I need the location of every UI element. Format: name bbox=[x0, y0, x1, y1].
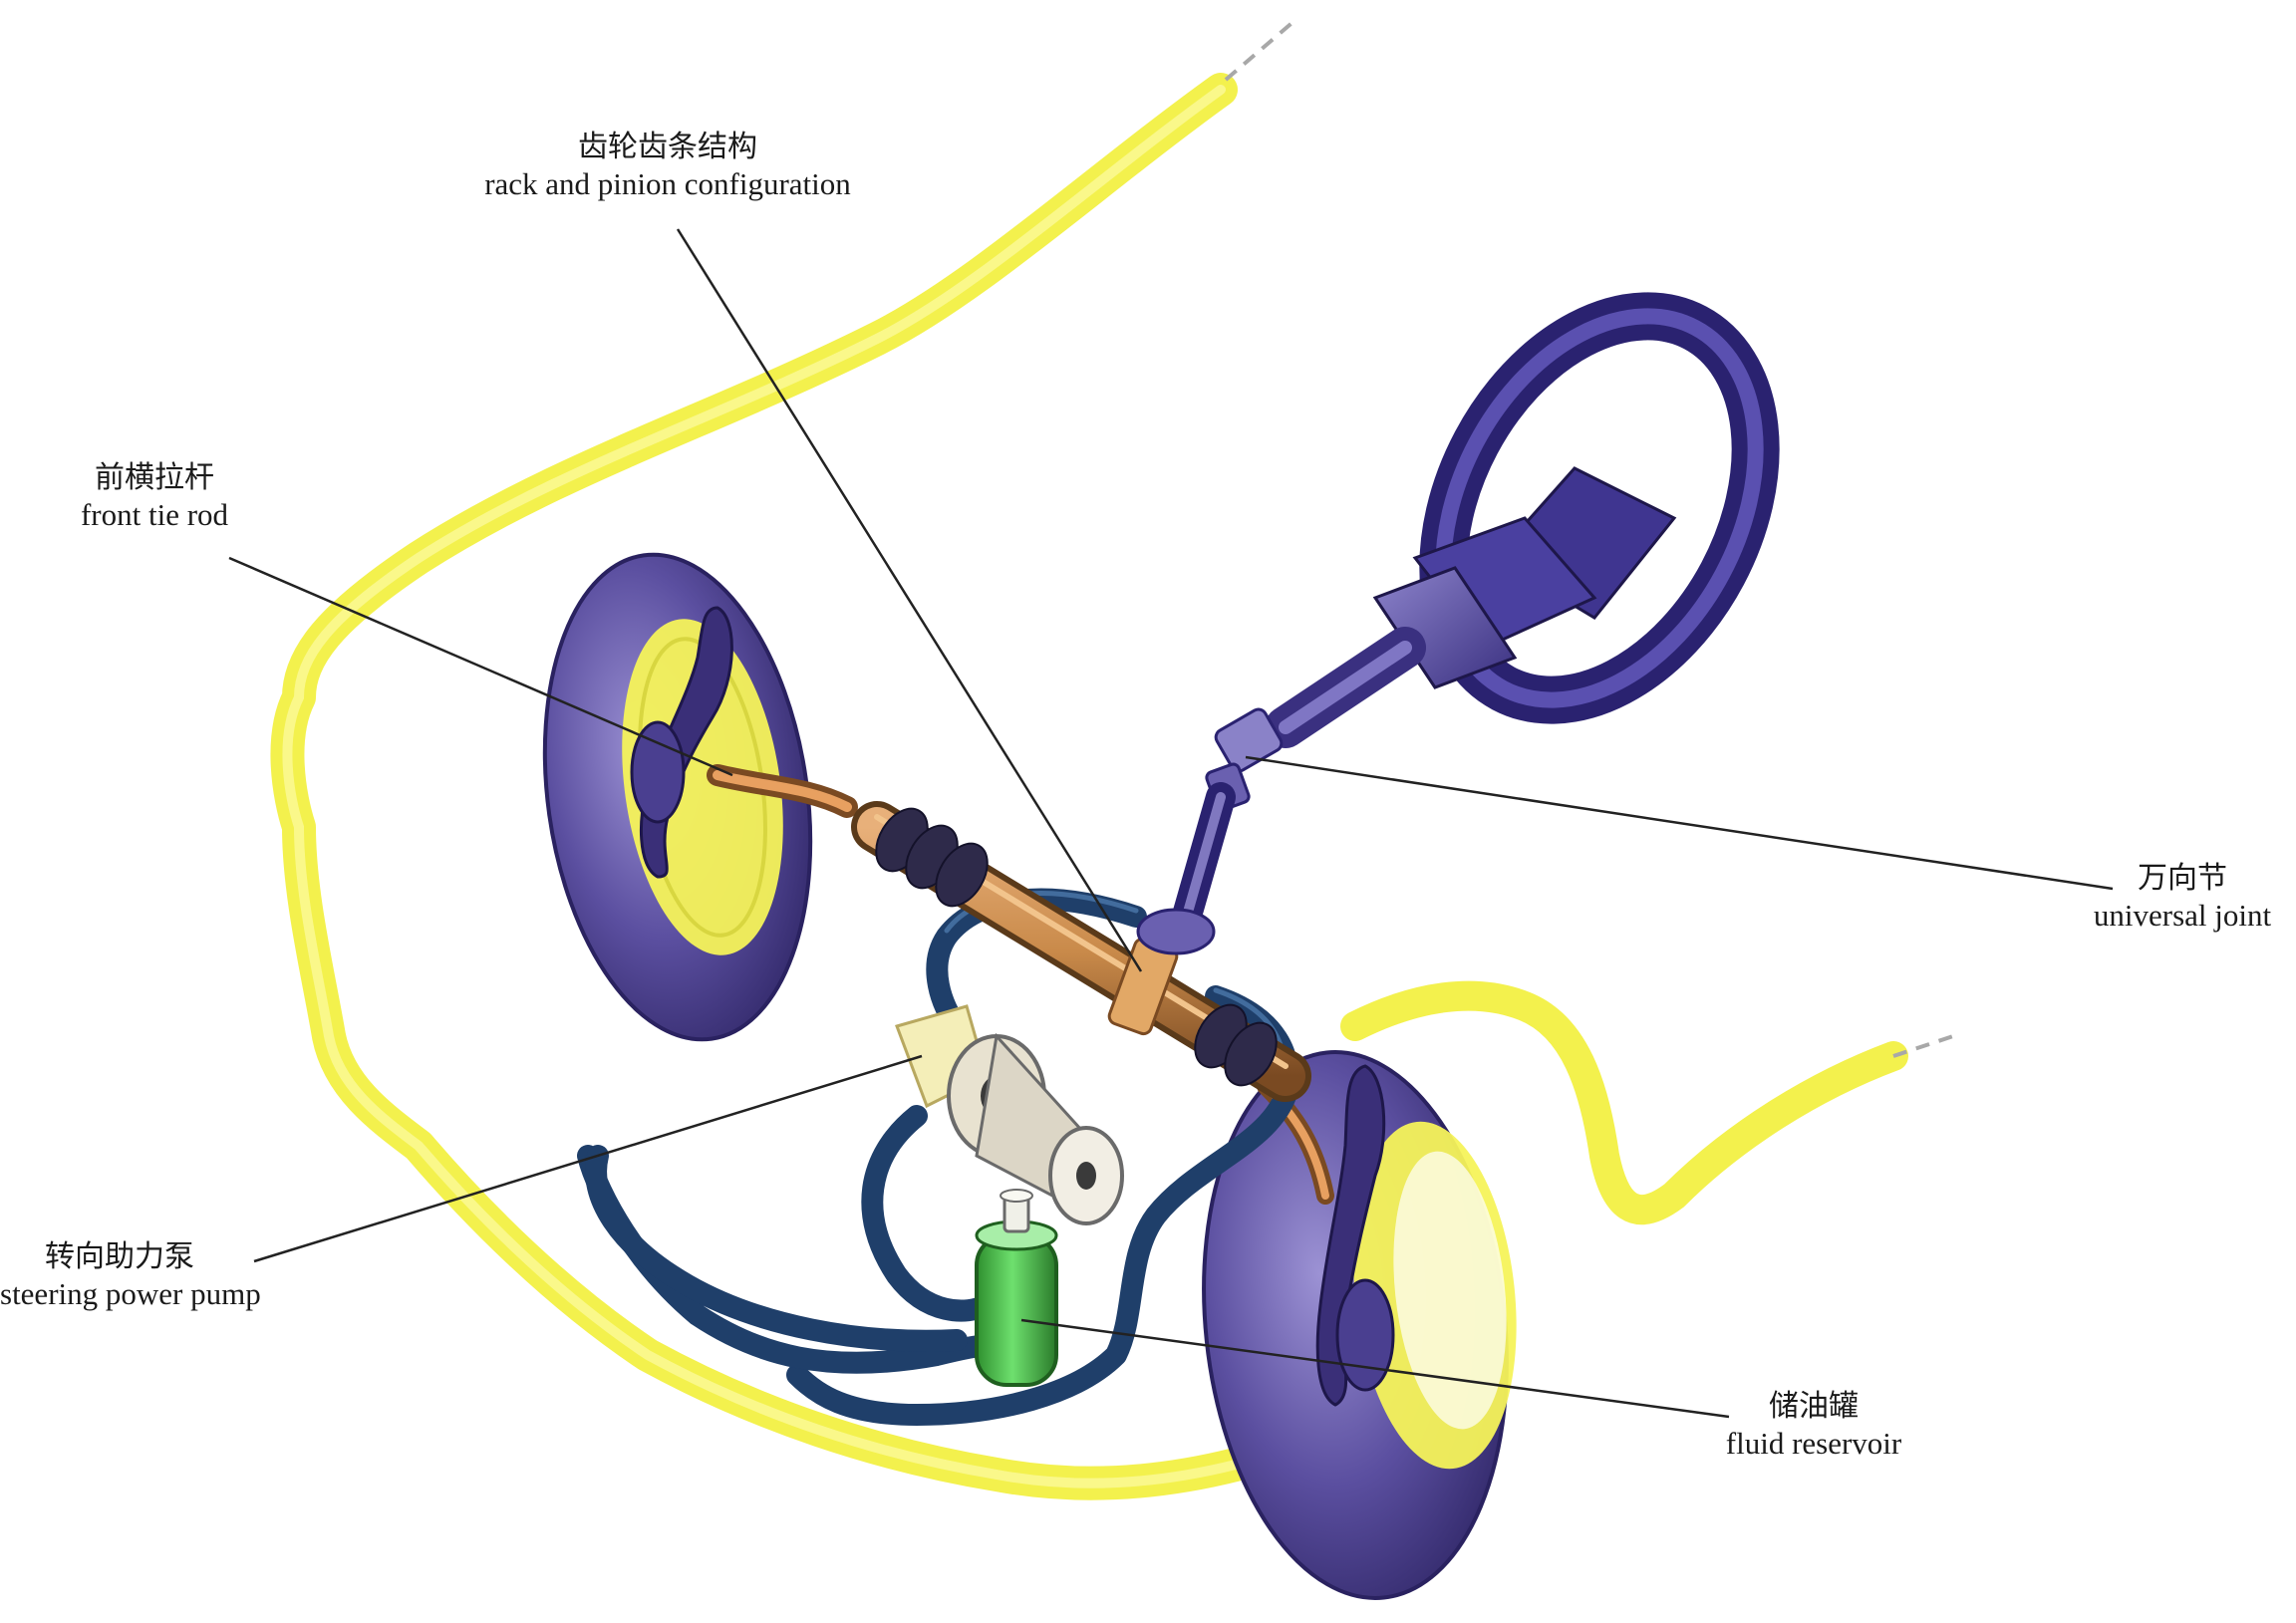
label-front-tie-rod-zh: 前横拉杆 bbox=[95, 460, 214, 495]
label-steering-power-pump-en: steering power pump bbox=[0, 1276, 261, 1311]
steering-wheel-assembly bbox=[1136, 292, 1780, 955]
right-front-wheel bbox=[1202, 1050, 1517, 1600]
label-rack-and-pinion-en: rack and pinion configuration bbox=[484, 166, 851, 201]
label-rack-and-pinion-zh: 齿轮齿条结构 bbox=[578, 130, 757, 164]
label-universal-joint-en: universal joint bbox=[2093, 898, 2272, 933]
label-front-tie-rod-en: front tie rod bbox=[80, 497, 229, 532]
label-universal-joint-zh: 万向节 bbox=[2138, 861, 2227, 896]
label-universal-joint: 万向节 universal joint bbox=[2073, 861, 2292, 934]
leader-lines bbox=[228, 228, 2114, 1419]
label-fluid-reservoir: 储油罐 fluid reservoir bbox=[1684, 1389, 1943, 1462]
label-front-tie-rod: 前横拉杆 front tie rod bbox=[40, 460, 269, 533]
label-fluid-reservoir-en: fluid reservoir bbox=[1725, 1426, 1902, 1461]
label-rack-and-pinion: 齿轮齿条结构 rack and pinion configuration bbox=[419, 130, 917, 202]
hydraulic-hoses bbox=[577, 888, 1299, 1426]
car-body-outline bbox=[270, 18, 1954, 1500]
label-steering-power-pump: 转向助力泵 steering power pump bbox=[0, 1239, 261, 1312]
power-steering-pump bbox=[895, 1004, 1124, 1225]
fluid-reservoir bbox=[975, 1189, 1058, 1387]
label-steering-power-pump-zh: 转向助力泵 bbox=[45, 1239, 194, 1274]
label-fluid-reservoir-zh: 储油罐 bbox=[1769, 1389, 1859, 1424]
rack-housing bbox=[851, 801, 1311, 1102]
